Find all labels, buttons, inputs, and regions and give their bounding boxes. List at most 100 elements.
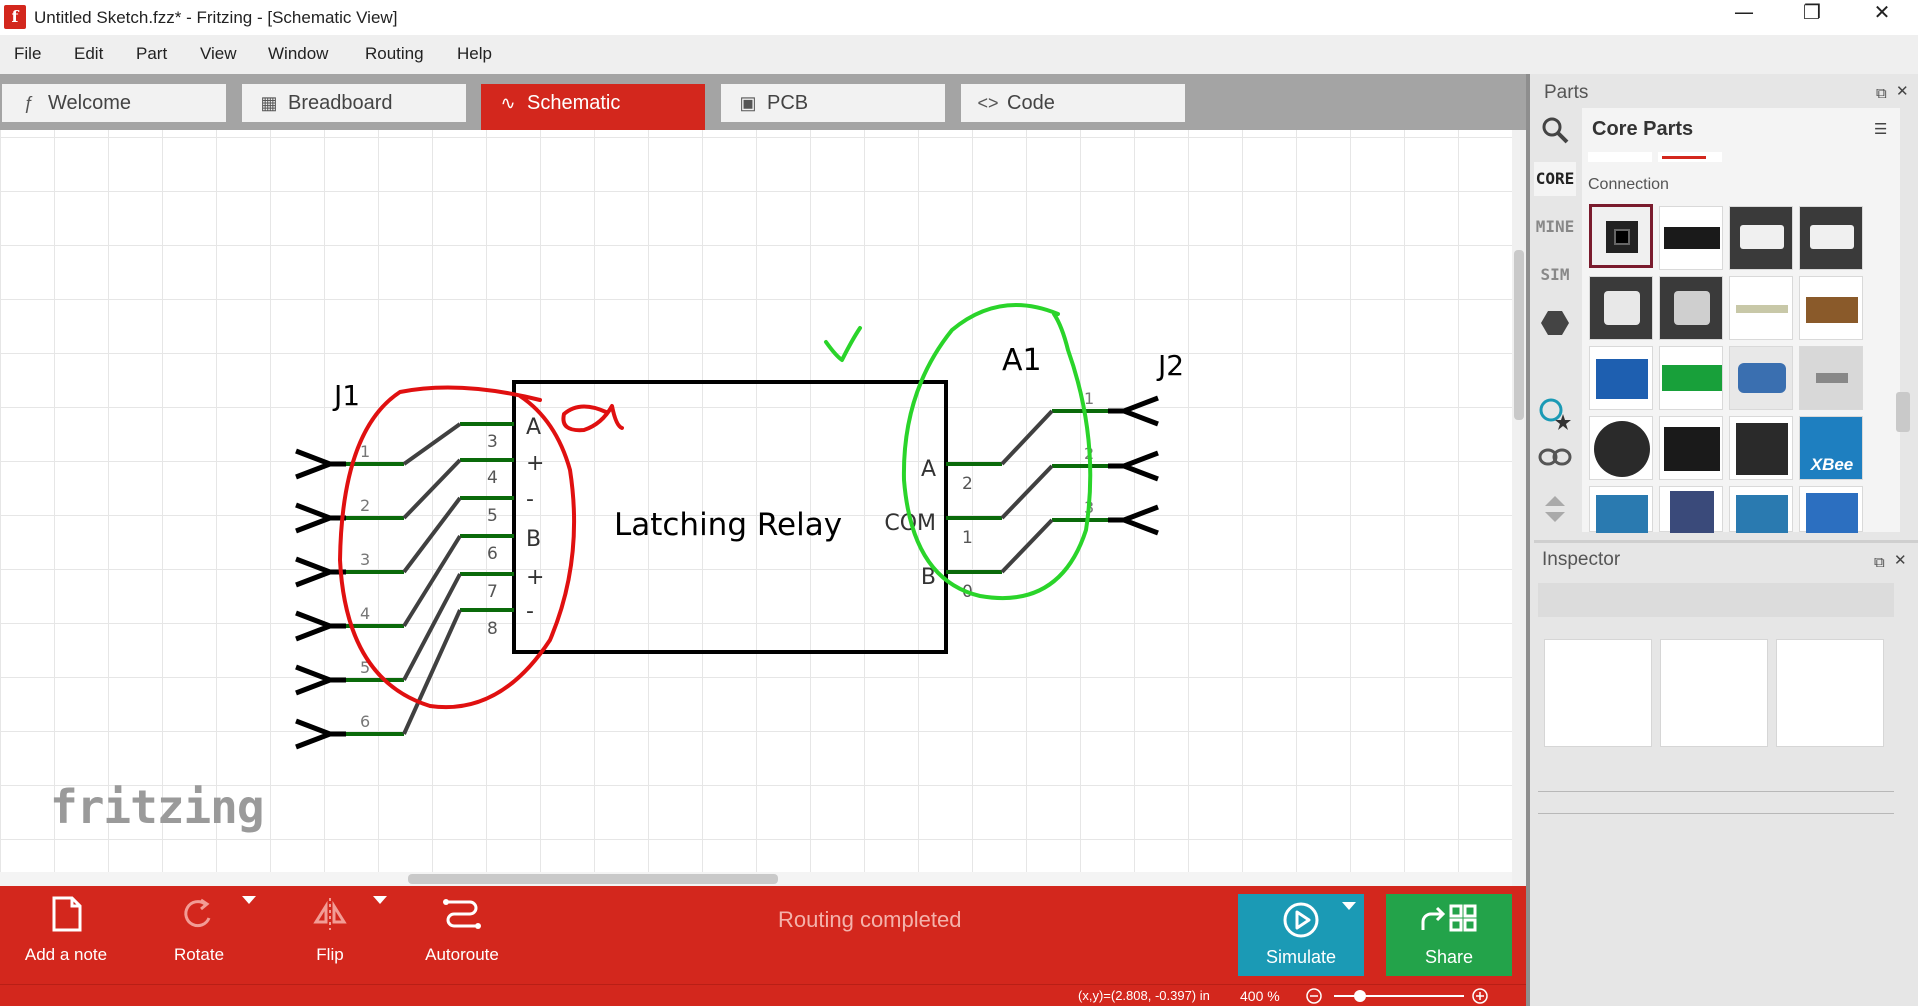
j1-pin-numbers: 1 2 3 4 5 6 bbox=[360, 442, 370, 731]
arduino-star-bin-icon[interactable] bbox=[1534, 396, 1576, 430]
rotate-dropdown-icon[interactable] bbox=[242, 896, 256, 904]
pin-number: 6 bbox=[487, 544, 498, 564]
infinity-bin-icon[interactable] bbox=[1534, 446, 1576, 476]
j1-connector[interactable] bbox=[295, 448, 346, 750]
rotate-button[interactable]: Rotate bbox=[164, 894, 234, 965]
part-thumbnail[interactable] bbox=[1659, 416, 1723, 480]
share-button[interactable]: Share bbox=[1386, 894, 1512, 976]
menu-window[interactable]: Window bbox=[268, 44, 329, 63]
hexagon-bin-icon[interactable] bbox=[1534, 308, 1576, 338]
zoom-controls bbox=[1306, 988, 1488, 1004]
parts-scrollbar-thumb[interactable] bbox=[1896, 392, 1910, 432]
bin-menu-icon[interactable]: ☰ bbox=[1874, 120, 1888, 138]
zoom-in-icon[interactable] bbox=[1472, 988, 1488, 1004]
schematic-canvas[interactable]: Latching Relay 3 4 5 6 7 8 A + - B + - bbox=[0, 130, 1526, 886]
scrollbar-thumb[interactable] bbox=[408, 874, 778, 884]
j1-wires[interactable] bbox=[402, 422, 462, 735]
pin-name: B bbox=[526, 527, 541, 552]
part-thumbnail[interactable]: XBee bbox=[1799, 416, 1863, 480]
part-thumbnail[interactable] bbox=[1729, 206, 1793, 270]
inspector-panel: Inspector ⧉ ✕ bbox=[1534, 540, 1918, 1006]
breadboard-icon: ▦ bbox=[260, 93, 278, 113]
j2-wires[interactable] bbox=[1000, 409, 1054, 574]
add-note-button[interactable]: Add a note bbox=[20, 894, 112, 965]
maximize-icon[interactable]: ❐ bbox=[1803, 0, 1821, 24]
menu-routing[interactable]: Routing bbox=[365, 44, 424, 63]
flip-button[interactable]: Flip bbox=[300, 894, 360, 965]
part-thumbnail[interactable] bbox=[1799, 276, 1863, 340]
share-icon bbox=[1421, 904, 1477, 932]
parts-panel-title: Parts bbox=[1544, 82, 1589, 103]
inspector-title: Inspector bbox=[1542, 549, 1621, 570]
scroll-arrows-icon[interactable] bbox=[1534, 492, 1576, 526]
close-icon[interactable]: ✕ bbox=[1894, 551, 1907, 569]
flip-label: Flip bbox=[316, 945, 344, 964]
part-thumbnail[interactable] bbox=[1659, 206, 1723, 270]
bin-tab-mine[interactable]: MINE bbox=[1535, 217, 1575, 236]
relay-right-pin-numbers: 2 1 0 bbox=[962, 474, 973, 602]
j2-connector[interactable] bbox=[1108, 395, 1159, 536]
inspector-title-field[interactable] bbox=[1538, 583, 1894, 617]
simulate-label: Simulate bbox=[1265, 947, 1337, 967]
magnifier-icon[interactable] bbox=[1534, 112, 1576, 148]
zoom-slider-handle[interactable] bbox=[1354, 990, 1366, 1002]
part-thumbnail[interactable] bbox=[1589, 204, 1653, 268]
part-thumbnail[interactable] bbox=[1729, 276, 1793, 340]
divider bbox=[1538, 813, 1894, 814]
tab-breadboard-label: Breadboard bbox=[288, 92, 393, 114]
schematic-wave-icon: ∿ bbox=[500, 93, 516, 113]
menu-edit[interactable]: Edit bbox=[74, 44, 104, 63]
relay-label: Latching Relay bbox=[614, 507, 842, 543]
scrollbar-thumb[interactable] bbox=[1514, 250, 1524, 420]
pin-number: 4 bbox=[360, 604, 370, 623]
undock-icon[interactable]: ⧉ bbox=[1874, 553, 1885, 571]
part-thumbnail[interactable] bbox=[1659, 346, 1723, 410]
minimize-icon[interactable]: — bbox=[1734, 0, 1754, 24]
part-thumbnail[interactable] bbox=[1799, 346, 1863, 410]
part-thumbnail[interactable] bbox=[1589, 416, 1653, 480]
pin-number: 6 bbox=[360, 712, 370, 731]
tab-pcb[interactable]: ▣PCB bbox=[721, 84, 945, 122]
part-thumbnail[interactable] bbox=[1589, 276, 1653, 340]
code-brackets-icon: <> bbox=[977, 93, 999, 113]
part-thumbnail[interactable] bbox=[1659, 276, 1723, 340]
part-thumbnail[interactable] bbox=[1799, 206, 1863, 270]
tab-code[interactable]: <>Code bbox=[961, 84, 1185, 122]
part-thumbnail[interactable] bbox=[1799, 486, 1863, 533]
part-thumbnail[interactable] bbox=[1729, 486, 1793, 533]
tab-breadboard[interactable]: ▦ Breadboard bbox=[242, 84, 466, 122]
window-title: Untitled Sketch.fzz* - Fritzing - [Schem… bbox=[34, 8, 398, 27]
menu-file[interactable]: File bbox=[14, 44, 42, 63]
pin-name: + bbox=[526, 565, 544, 590]
menu-view[interactable]: View bbox=[200, 44, 237, 63]
close-icon[interactable]: ✕ bbox=[1896, 82, 1909, 100]
j1-pin-leads bbox=[346, 462, 404, 736]
part-thumbnail[interactable] bbox=[1658, 152, 1722, 162]
part-thumbnail[interactable] bbox=[1589, 486, 1653, 533]
pin-name: - bbox=[526, 487, 534, 512]
undock-icon[interactable]: ⧉ bbox=[1876, 84, 1887, 102]
part-thumbnail[interactable] bbox=[1729, 346, 1793, 410]
menu-part[interactable]: Part bbox=[136, 44, 168, 63]
part-thumbnail[interactable] bbox=[1729, 416, 1793, 480]
tab-schematic[interactable]: ∿Schematic bbox=[481, 84, 705, 130]
canvas-horizontal-scrollbar[interactable] bbox=[0, 872, 1512, 886]
autoroute-button[interactable]: Autoroute bbox=[418, 894, 506, 965]
simulate-button[interactable]: Simulate bbox=[1238, 894, 1364, 976]
part-thumbnail[interactable] bbox=[1659, 486, 1723, 533]
close-icon[interactable]: ✕ bbox=[1873, 0, 1891, 24]
simulate-dropdown-icon[interactable] bbox=[1342, 902, 1356, 910]
part-thumbnail[interactable] bbox=[1589, 346, 1653, 410]
bin-tab-sim[interactable]: SIM bbox=[1540, 265, 1570, 284]
zoom-out-icon[interactable] bbox=[1306, 988, 1322, 1004]
canvas-vertical-scrollbar[interactable] bbox=[1512, 130, 1526, 886]
menu-help[interactable]: Help bbox=[457, 44, 492, 63]
bin-tab-core[interactable]: CORE bbox=[1534, 162, 1576, 196]
part-thumbnail[interactable] bbox=[1588, 152, 1652, 162]
handwritten-annotations bbox=[338, 303, 1093, 710]
breadboard-preview bbox=[1544, 639, 1652, 747]
routing-status: Routing completed bbox=[778, 907, 962, 932]
flip-dropdown-icon[interactable] bbox=[373, 896, 387, 904]
